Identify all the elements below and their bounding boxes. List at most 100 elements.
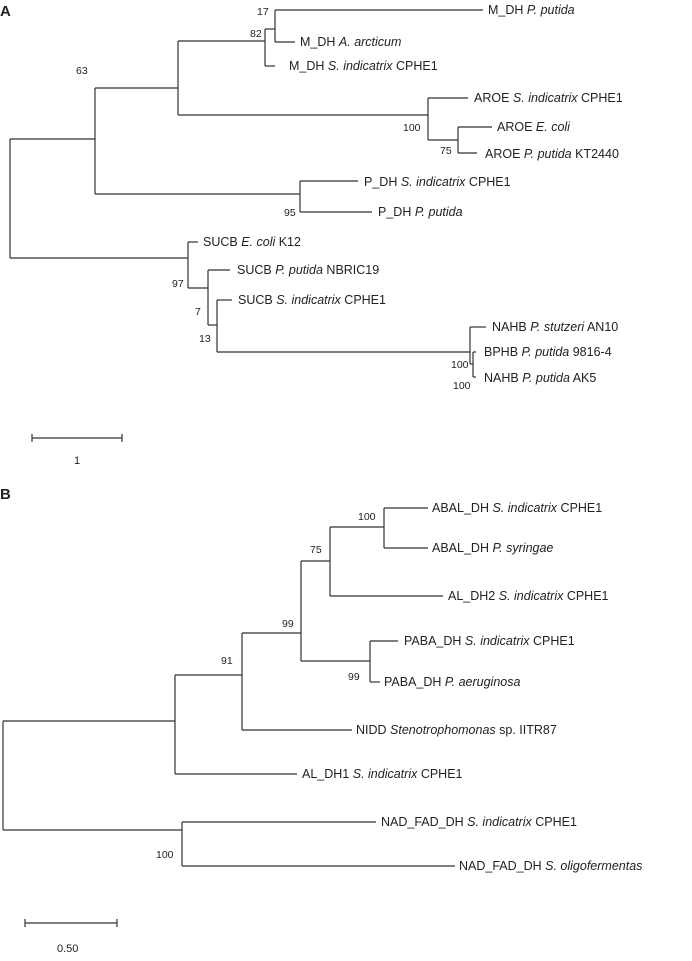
taxon-label-part: AL_DH1 xyxy=(302,767,353,781)
taxon-label: BPHB P. putida 9816-4 xyxy=(484,345,612,359)
taxon-label: AROE S. indicatrix CPHE1 xyxy=(474,91,623,105)
bootstrap-value: 100 xyxy=(156,849,174,861)
taxon-label: PABA_DH S. indicatrix CPHE1 xyxy=(404,634,575,648)
bootstrap-value: 75 xyxy=(310,544,322,556)
taxon-species-name: S. indicatrix xyxy=(492,501,557,515)
panel-b-bootstrap-values: 100 75 99 99 91 100 xyxy=(156,511,376,861)
taxon-label-part: CPHE1 xyxy=(465,175,510,189)
taxon-label: P_DH S. indicatrix CPHE1 xyxy=(364,175,511,189)
bootstrap-value: 100 xyxy=(358,511,376,523)
taxon-label: PABA_DH P. aeruginosa xyxy=(384,675,520,689)
taxon-label-part: NIDD xyxy=(356,723,390,737)
taxon-label-part: P_DH xyxy=(378,205,415,219)
taxon-label: NIDD Stenotrophomonas sp. IITR87 xyxy=(356,723,557,737)
taxon-label-part: CPHE1 xyxy=(563,589,608,603)
taxon-label-part: CPHE1 xyxy=(578,91,623,105)
taxon-label-part: SUCB xyxy=(237,263,275,277)
taxon-label: SUCB E. coli K12 xyxy=(203,235,301,249)
taxon-label-part: AK5 xyxy=(570,371,596,385)
taxon-label-part: NAD_FAD_DH xyxy=(459,859,545,873)
taxon-label-part: M_DH xyxy=(488,3,527,17)
taxon-species-name: Stenotrophomonas xyxy=(390,723,496,737)
panel-a-letter: A xyxy=(0,3,11,20)
taxon-label-part: AROE xyxy=(497,120,536,134)
taxon-label: P_DH P. putida xyxy=(378,205,463,219)
taxon-label-part: NAHB xyxy=(484,371,522,385)
taxon-label: NAD_FAD_DH S. oligofermentas xyxy=(459,859,642,873)
taxon-label-part: NAHB xyxy=(492,320,530,334)
bootstrap-value: 17 xyxy=(257,6,269,18)
taxon-label: M_DH P. putida xyxy=(488,3,575,17)
taxon-species-name: P. syringae xyxy=(492,541,553,555)
taxon-species-name: P. aeruginosa xyxy=(445,675,521,689)
taxon-label-part: NBRIC19 xyxy=(323,263,379,277)
panel-a-taxa: M_DH P. putida M_DH A. arcticum M_DH S. … xyxy=(203,3,623,385)
taxon-label-part: M_DH xyxy=(300,35,339,49)
panel-b-scale-bar: 0.50 xyxy=(24,919,118,955)
bootstrap-value: 100 xyxy=(403,122,421,134)
panel-b-letter: B xyxy=(0,486,11,503)
taxon-label: SUCB P. putida NBRIC19 xyxy=(237,263,379,277)
taxon-label-part: CPHE1 xyxy=(393,59,438,73)
taxon-label: M_DH A. arcticum xyxy=(300,35,401,49)
taxon-label-part: SUCB xyxy=(203,235,241,249)
bootstrap-value: 82 xyxy=(250,28,262,40)
taxon-species-name: P. putida xyxy=(524,147,572,161)
taxon-label: AROE E. coli xyxy=(497,120,571,134)
taxon-species-name: S. indicatrix xyxy=(401,175,466,189)
taxon-species-name: S. indicatrix xyxy=(465,634,530,648)
taxon-label-part: CPHE1 xyxy=(341,293,386,307)
taxon-species-name: S. indicatrix xyxy=(467,815,532,829)
taxon-label-part: AROE xyxy=(474,91,513,105)
taxon-label-part: CPHE1 xyxy=(530,634,575,648)
taxon-label-part: P_DH xyxy=(364,175,401,189)
scale-bar-label: 0.50 xyxy=(57,943,78,955)
taxon-label: M_DH S. indicatrix CPHE1 xyxy=(289,59,438,73)
scale-bar-label: 1 xyxy=(74,455,80,467)
taxon-species-name: A. arcticum xyxy=(338,35,402,49)
taxon-label-part: AL_DH2 xyxy=(448,589,499,603)
bootstrap-value: 7 xyxy=(195,306,201,318)
taxon-label-part: CPHE1 xyxy=(417,767,462,781)
scale-bar-line xyxy=(31,434,123,442)
taxon-species-name: P. putida xyxy=(522,371,570,385)
panel-b: B xyxy=(0,486,642,955)
bootstrap-value: 100 xyxy=(451,359,469,371)
taxon-label-part: CPHE1 xyxy=(532,815,577,829)
taxon-species-name: S. indicatrix xyxy=(353,767,418,781)
taxon-label-part: KT2440 xyxy=(572,147,619,161)
panel-b-taxa: ABAL_DH S. indicatrix CPHE1 ABAL_DH P. s… xyxy=(302,501,642,873)
taxon-species-name: P. putida xyxy=(522,345,570,359)
panel-a-tree-branches xyxy=(9,9,492,378)
taxon-label-part: PABA_DH xyxy=(384,675,445,689)
taxon-label: ABAL_DH S. indicatrix CPHE1 xyxy=(432,501,602,515)
taxon-label-part: NAD_FAD_DH xyxy=(381,815,467,829)
taxon-label-part: K12 xyxy=(275,235,301,249)
taxon-label: NAHB P. stutzeri AN10 xyxy=(492,320,618,334)
taxon-species-name: E. coli xyxy=(536,120,571,134)
taxon-label-part: ABAL_DH xyxy=(432,501,492,515)
panel-b-tree-branches xyxy=(2,507,455,867)
taxon-label: NAHB P. putida AK5 xyxy=(484,371,596,385)
taxon-label-part: AN10 xyxy=(584,320,618,334)
panel-a-scale-bar: 1 xyxy=(31,434,123,467)
taxon-label-part: SUCB xyxy=(238,293,276,307)
taxon-label-part: M_DH xyxy=(289,59,328,73)
taxon-label: NAD_FAD_DH S. indicatrix CPHE1 xyxy=(381,815,577,829)
taxon-species-name: E. coli xyxy=(241,235,276,249)
taxon-species-name: P. putida xyxy=(415,205,463,219)
taxon-species-name: S. indicatrix xyxy=(513,91,578,105)
scale-bar-line xyxy=(24,919,118,927)
bootstrap-value: 95 xyxy=(284,207,296,219)
bootstrap-value: 13 xyxy=(199,333,211,345)
bootstrap-value: 100 xyxy=(453,380,471,392)
taxon-label: SUCB S. indicatrix CPHE1 xyxy=(238,293,386,307)
taxon-species-name: P. stutzeri xyxy=(530,320,585,334)
bootstrap-value: 91 xyxy=(221,655,233,667)
taxon-label: AL_DH1 S. indicatrix CPHE1 xyxy=(302,767,463,781)
taxon-species-name: S. oligofermentas xyxy=(545,859,642,873)
taxon-species-name: P. putida xyxy=(527,3,575,17)
bootstrap-value: 97 xyxy=(172,278,184,290)
taxon-label-part: AROE xyxy=(485,147,524,161)
